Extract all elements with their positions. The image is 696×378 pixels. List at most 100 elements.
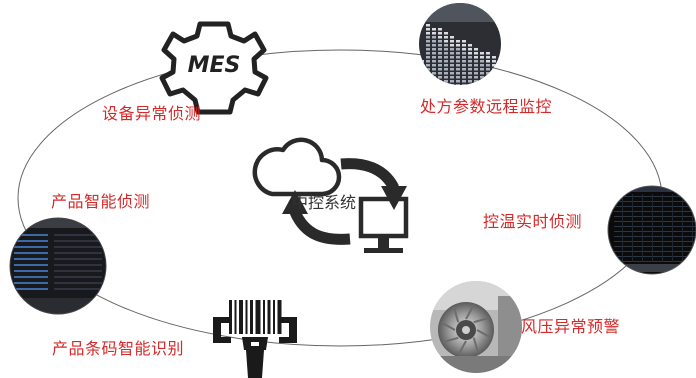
- equalizer-bar-segment: [432, 44, 436, 47]
- equalizer-bar-segment: [438, 88, 442, 91]
- equalizer-bar-segment: [498, 60, 501, 63]
- equalizer-bar-segment: [474, 56, 478, 59]
- equalizer-bar-segment: [426, 32, 430, 35]
- inspection-row-cell: [54, 258, 102, 260]
- equalizer-bar-segment: [432, 36, 436, 39]
- equalizer-bar-segment: [426, 60, 430, 63]
- equalizer-bar-segment: [456, 80, 460, 83]
- equalizer-bar-segment: [474, 48, 478, 51]
- equalizer-bar-segment: [444, 72, 448, 75]
- equalizer-bar-segment: [426, 68, 430, 71]
- equalizer-bar-segment: [432, 68, 436, 71]
- equalizer-bar-segment: [456, 68, 460, 71]
- equalizer-bar-segment: [420, 60, 424, 63]
- node-label-wind-pressure: 风压异常预警: [521, 317, 621, 336]
- equalizer-bar-segment: [438, 64, 442, 67]
- monitor-grid-line: [642, 194, 643, 262]
- equalizer-bar-segment: [444, 88, 448, 91]
- equalizer-bar-segment: [432, 52, 436, 55]
- equalizer-bar-segment: [462, 64, 466, 67]
- equalizer-bar-segment: [456, 52, 460, 55]
- monitor-grid-line: [682, 194, 683, 262]
- equalizer-bar-segment: [468, 48, 472, 51]
- equalizer-bar-segment: [432, 72, 436, 75]
- monitor-grid-line: [692, 194, 693, 262]
- monitor-grid-line: [614, 206, 696, 207]
- node-label-temperature: 控温实时侦测: [483, 212, 583, 231]
- equalizer-bar-segment: [462, 72, 466, 75]
- monitor-grid-line: [632, 194, 633, 262]
- equalizer-bar-segment: [474, 84, 478, 85]
- equalizer-bar-segment: [426, 76, 430, 79]
- equalizer-bar-segment: [456, 64, 460, 67]
- equalizer-bar-segment: [498, 64, 501, 67]
- equalizer-bar-segment: [438, 48, 442, 51]
- equalizer-bar-segment: [498, 88, 502, 91]
- equalizer-bar-segment: [444, 60, 448, 63]
- monitor-grid-line: [614, 251, 696, 252]
- equalizer-bar-segment: [468, 80, 472, 83]
- equalizer-bar-segment: [486, 72, 490, 75]
- fan-blade: [473, 316, 490, 324]
- equalizer-bar-segment: [432, 28, 436, 31]
- equalizer-bar-segment: [426, 80, 430, 83]
- equalizer-bar-segment: [480, 60, 484, 63]
- equalizer-bar-segment: [426, 40, 430, 43]
- equalizer-bar-segment: [432, 64, 436, 67]
- equalizer-bar-segment: [492, 88, 496, 91]
- computer-icon: [358, 196, 409, 253]
- equalizer-bar-segment: [462, 52, 466, 55]
- equalizer-bar-segment: [456, 40, 460, 43]
- equalizer-bar-segment: [474, 76, 478, 79]
- equalizer-bar-segment: [450, 36, 454, 39]
- equalizer-bar-segment: [474, 52, 478, 55]
- equalizer-bar-segment: [462, 76, 466, 79]
- equalizer-bar-segment: [444, 40, 448, 43]
- mes-gear-icon: MES: [159, 21, 269, 115]
- equalizer-bar-segment: [450, 72, 454, 75]
- equalizer-bar-segment: [426, 84, 430, 85]
- inspection-row-text: [14, 282, 48, 284]
- equalizer-bar-segment: [456, 56, 460, 59]
- equalizer-bar-segment: [480, 52, 484, 55]
- equalizer-bar-segment: [426, 52, 430, 55]
- equalizer-bar-segment: [498, 80, 501, 83]
- equalizer-bar-segment: [444, 64, 448, 67]
- barcode-bar: [263, 300, 265, 334]
- equalizer-bar-segment: [492, 56, 496, 59]
- equalizer-bar-segment: [426, 28, 430, 31]
- equalizer-bar-segment: [420, 76, 424, 79]
- equalizer-bar-segment: [444, 44, 448, 47]
- equalizer-bar-segment: [432, 88, 436, 91]
- equalizer-bar-segment: [486, 56, 490, 59]
- equalizer-bar-segment: [492, 64, 496, 67]
- equalizer-bar-segment: [426, 56, 430, 59]
- equalizer-screen-photo: [419, 3, 502, 91]
- fan-blade: [476, 329, 492, 339]
- equalizer-bar-segment: [474, 72, 478, 75]
- inspection-row-text: [14, 258, 48, 260]
- equalizer-bar-segment: [486, 60, 490, 63]
- equalizer-bar-segment: [486, 52, 490, 55]
- equalizer-bar-segment: [480, 84, 484, 85]
- equalizer-bar-segment: [480, 80, 484, 83]
- equalizer-bar-segment: [432, 56, 436, 59]
- equalizer-bar-segment: [438, 56, 442, 59]
- equalizer-bar-segment: [426, 24, 430, 27]
- barcode-bar: [250, 300, 253, 334]
- inspection-row-text: [14, 264, 48, 266]
- equalizer-bar-segment: [444, 84, 448, 85]
- equalizer-bar-segment: [462, 88, 466, 91]
- monitor-grid-line: [662, 194, 663, 262]
- equalizer-bar-segment: [486, 68, 490, 71]
- equalizer-bar-segment: [426, 48, 430, 51]
- equalizer-bar-segment: [450, 68, 454, 71]
- equalizer-bar-segment: [426, 44, 430, 47]
- inspection-row-text: [14, 234, 48, 236]
- equalizer-bar-segment: [444, 56, 448, 59]
- equalizer-bar-segment: [438, 44, 442, 47]
- mes-text: MES: [188, 53, 241, 78]
- equalizer-bar-segment: [438, 40, 442, 43]
- inspection-row-text: [14, 252, 48, 254]
